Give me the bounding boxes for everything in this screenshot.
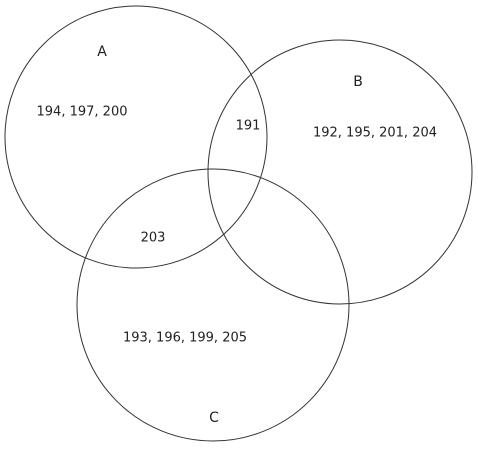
set-label-b: B xyxy=(353,74,363,90)
region-a-and-c: 203 xyxy=(141,231,166,246)
set-label-c: C xyxy=(209,410,219,426)
circle-b xyxy=(207,39,473,305)
set-label-a: A xyxy=(97,44,107,60)
region-a-only: 194, 197, 200 xyxy=(37,105,128,120)
circle-c xyxy=(76,168,350,442)
region-b-only: 192, 195, 201, 204 xyxy=(313,126,437,141)
region-a-and-b: 191 xyxy=(236,119,261,134)
circle-a xyxy=(4,5,268,269)
region-c-only: 193, 196, 199, 205 xyxy=(123,331,247,346)
